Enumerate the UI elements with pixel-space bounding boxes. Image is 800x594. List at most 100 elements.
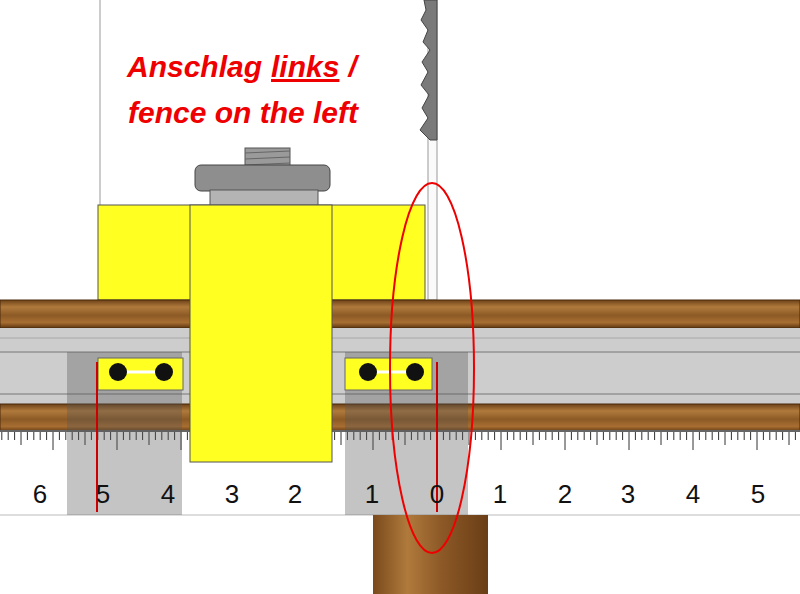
scale-number: 3 [621, 479, 635, 509]
ruler-tick [622, 432, 623, 440]
ruler-tick [27, 432, 28, 440]
screw-hole [109, 363, 127, 381]
ruler-tick [545, 432, 546, 440]
ruler-tick [763, 432, 764, 440]
scale-number: 2 [288, 479, 302, 509]
ruler-tick [584, 432, 585, 440]
ruler-tick [520, 432, 521, 440]
saw-teeth [420, 0, 437, 140]
ruler-tick [603, 432, 604, 440]
ruler-tick [705, 432, 706, 440]
ruler-tick [654, 432, 655, 440]
viewing-window [345, 352, 468, 515]
ruler-tick [513, 432, 514, 440]
screw-hole [155, 363, 173, 381]
ruler-tick [187, 432, 188, 440]
scale-number: 5 [96, 479, 110, 509]
ruler-tick [475, 432, 476, 440]
edge-line [100, 0, 101, 205]
ruler-tick [693, 432, 694, 450]
ruler-tick [686, 432, 687, 440]
ruler-tick [481, 432, 482, 440]
scale-number: 1 [365, 479, 379, 509]
scale-number: 2 [558, 479, 572, 509]
ruler-tick [565, 432, 566, 450]
ruler-tick [712, 432, 713, 440]
ruler-tick [14, 432, 15, 440]
ruler-tick [795, 432, 796, 440]
ruler-tick [731, 432, 732, 440]
note-text: links [271, 50, 339, 84]
ruler-tick [597, 432, 598, 445]
scale-number: 5 [751, 479, 765, 509]
ruler-tick [776, 432, 777, 440]
ruler-tick [782, 432, 783, 440]
ruler-tick [65, 432, 66, 440]
ruler-tick [8, 432, 9, 440]
washer [210, 190, 318, 205]
ruler-tick [699, 432, 700, 440]
wood-board [0, 300, 800, 328]
ruler-tick [341, 432, 342, 445]
ruler-tick [648, 432, 649, 440]
ruler-tick [488, 432, 489, 440]
ruler-tick [737, 432, 738, 440]
ruler-tick [334, 432, 335, 440]
ruler-tick [501, 432, 502, 450]
ruler-tick [526, 432, 527, 440]
viewing-window [67, 352, 182, 515]
cursor-plate [98, 358, 183, 390]
ruler-tick [539, 432, 540, 440]
ruler-tick [507, 432, 508, 440]
ruler-tick [725, 432, 726, 445]
ruler-tick [33, 432, 34, 440]
ruler-tick [641, 432, 642, 440]
ruler-tick [750, 432, 751, 440]
scale-number: 4 [686, 479, 700, 509]
ruler-tick [21, 432, 22, 445]
ruler-tick [533, 432, 534, 445]
note-text: / [348, 50, 356, 84]
screw-hole [406, 363, 424, 381]
ruler-tick [789, 432, 790, 445]
rail-line [0, 338, 800, 339]
ruler-tick [571, 432, 572, 440]
wooden-post [373, 515, 488, 594]
ruler-tick [635, 432, 636, 440]
ruler-tick [1, 432, 2, 440]
ruler-tick [59, 432, 60, 440]
scale-number: 0 [430, 479, 444, 509]
ruler-tick [744, 432, 745, 440]
ruler-tick [40, 432, 41, 440]
ruler-tick [46, 432, 47, 440]
note-text: Anschlag [127, 50, 262, 84]
ruler-tick [718, 432, 719, 440]
ruler-tick [590, 432, 591, 440]
scale-number: 4 [161, 479, 175, 509]
ruler-tick [552, 432, 553, 440]
ruler-tick [757, 432, 758, 450]
cursor-plate [345, 358, 432, 390]
ruler-tick [577, 432, 578, 440]
ruler-tick [667, 432, 668, 440]
ruler-tick [616, 432, 617, 440]
ruler-tick [680, 432, 681, 440]
highlight-ellipse [390, 183, 474, 553]
ruler-tick [53, 432, 54, 450]
title-row: Anschlag links / [127, 50, 357, 84]
knob [195, 165, 330, 191]
scale-number: 6 [33, 479, 47, 509]
ruler-tick [769, 432, 770, 440]
ruler-tick [494, 432, 495, 440]
ruler-tick [661, 432, 662, 445]
ruler-tick [629, 432, 630, 450]
fence-clamp [190, 205, 332, 462]
note-text: fence on the left [128, 96, 358, 130]
ruler-tick [673, 432, 674, 440]
ruler-tick [609, 432, 610, 440]
scale-number: 3 [225, 479, 239, 509]
ruler-tick [558, 432, 559, 440]
screw-hole [359, 363, 377, 381]
